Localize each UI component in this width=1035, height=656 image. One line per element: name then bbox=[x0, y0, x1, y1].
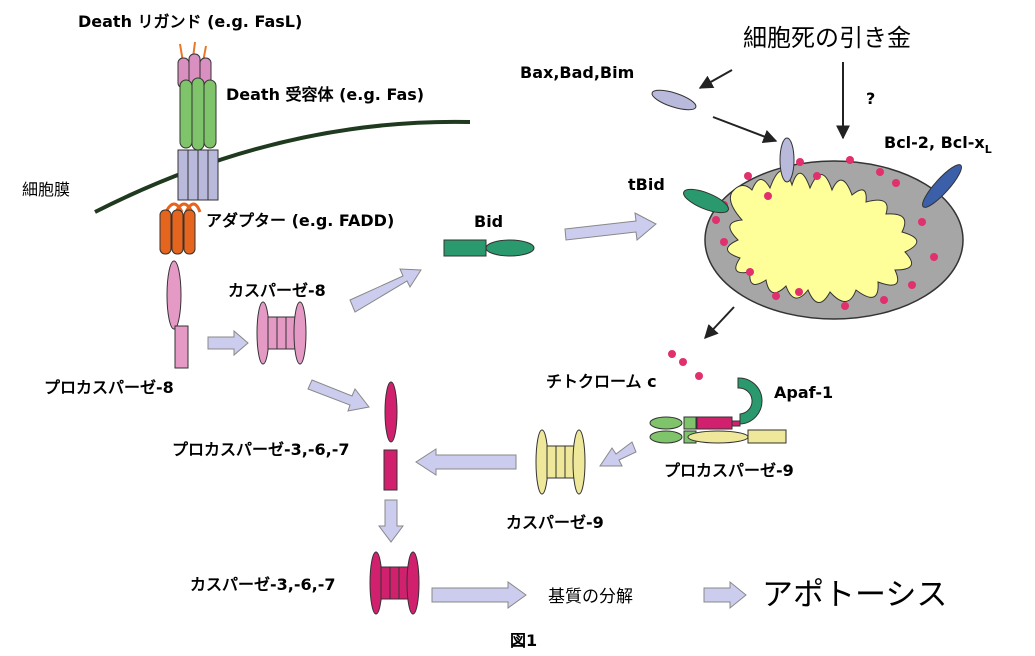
caspase9-label: カスパーゼ-9 bbox=[506, 513, 604, 532]
procaspase9-label: プロカスパーゼ-9 bbox=[664, 461, 794, 480]
tbid-protein bbox=[683, 188, 729, 214]
substrate-label: 基質の分解 bbox=[548, 587, 633, 607]
arrow-casp9-to-procasp367 bbox=[415, 448, 517, 476]
bax-inserted bbox=[779, 137, 795, 183]
death-trigger-label: 細胞死の引き金 bbox=[743, 24, 911, 52]
caspase367-label: カスパーゼ-3,-6,-7 bbox=[190, 575, 335, 594]
cytochrome-c-dots bbox=[668, 350, 703, 380]
arrow-mito-to-cytc bbox=[704, 306, 735, 340]
arrow-procasp367-to-casp367 bbox=[378, 499, 404, 543]
arrow-substrate-to-apoptosis bbox=[703, 580, 747, 610]
mitochondrion bbox=[704, 156, 964, 320]
caspase8-label: カスパーゼ-8 bbox=[228, 281, 326, 300]
bcl2-subscript: L bbox=[985, 143, 992, 156]
mito-inner-membrane bbox=[727, 170, 918, 303]
membrane-label: 細胞膜 bbox=[22, 180, 70, 199]
arrow-apaf1-to-casp9 bbox=[599, 441, 637, 467]
caspase-9 bbox=[535, 429, 586, 495]
mito-dots bbox=[712, 156, 938, 310]
death-receptor-label: Death 受容体 (e.g. Fas) bbox=[226, 85, 424, 104]
bid-label: Bid bbox=[474, 212, 503, 231]
arrow-casp8-to-bid bbox=[349, 268, 422, 313]
arrow-procasp8-to-casp8 bbox=[207, 329, 249, 357]
procaspase-8 bbox=[166, 260, 189, 369]
bax-bad-bim-label: Bax,Bad,Bim bbox=[520, 63, 634, 82]
tbid-label: tBid bbox=[628, 175, 665, 194]
arrow-procasp8-to-procasp367 bbox=[307, 379, 370, 412]
procaspase367-label: プロカスパーゼ-3,-6,-7 bbox=[172, 440, 349, 459]
caspase-8 bbox=[256, 301, 307, 365]
cell-membrane bbox=[94, 119, 471, 214]
bax-protein bbox=[651, 89, 697, 111]
question-mark: ? bbox=[866, 89, 875, 108]
death-receptor-trimer bbox=[177, 77, 219, 201]
caspase-3-6-7 bbox=[369, 551, 420, 615]
bcl2-label: Bcl-2, Bcl-xL bbox=[884, 133, 992, 156]
arrow-trigger-to-bax bbox=[698, 69, 733, 89]
apaf1-label: Apaf-1 bbox=[774, 383, 833, 402]
procaspase8-label: プロカスパーゼ-8 bbox=[44, 378, 174, 397]
cytochrome-c-label: チトクローム c bbox=[546, 372, 657, 391]
apoptosis-label: アポトーシス bbox=[762, 577, 947, 613]
arrow-bax-to-mito bbox=[712, 116, 778, 144]
apaf1-complex bbox=[649, 377, 787, 444]
figure-caption: 図1 bbox=[510, 631, 537, 650]
adapter-fadd bbox=[159, 202, 202, 255]
adapter-label: アダプター (e.g. FADD) bbox=[206, 211, 394, 230]
arrow-casp367-to-substrate bbox=[431, 581, 527, 609]
bid-protein bbox=[443, 239, 535, 257]
procaspase-3-6-7 bbox=[383, 381, 398, 491]
arrow-bid-to-tbid bbox=[564, 212, 657, 241]
bcl2-protein bbox=[922, 164, 962, 208]
death-ligand-label: Death リガンド (e.g. FasL) bbox=[78, 12, 302, 31]
